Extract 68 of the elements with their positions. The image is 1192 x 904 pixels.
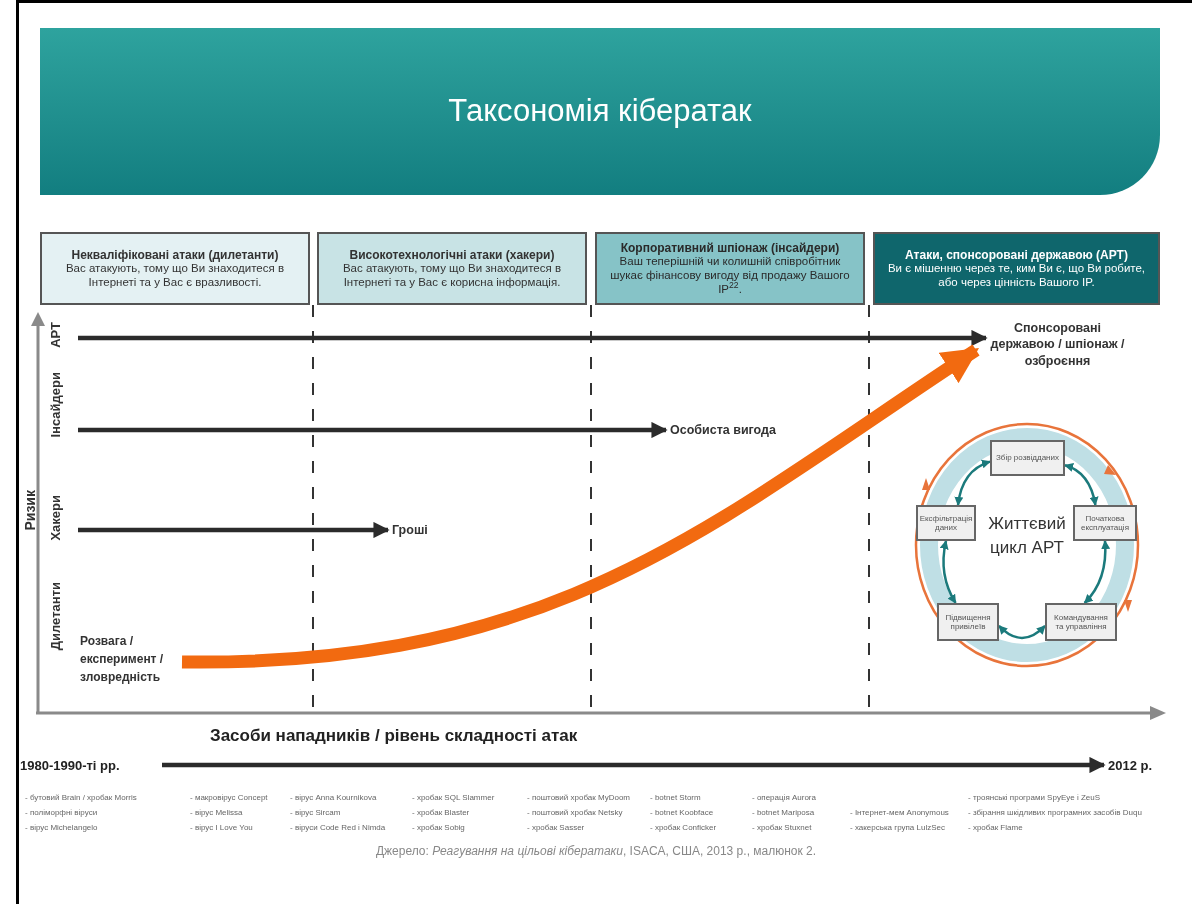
timeline-item: - хробак Conficker: [650, 823, 717, 832]
outcome-label: Гроші: [392, 521, 442, 539]
timeline-item: - вірус Anna Kournikova: [290, 793, 377, 802]
timeline-item: - botnet Storm: [650, 793, 701, 802]
timeline-item: - botnet Koobface: [650, 808, 714, 817]
row-label: Інсайдери: [47, 372, 64, 438]
arrow: [1083, 540, 1110, 604]
cycle-title: Життєвий цикл АРТ: [988, 514, 1066, 557]
arrow: [1064, 463, 1099, 506]
stage-box: Початкова експлуатація: [1073, 505, 1137, 541]
arrow: [954, 460, 991, 506]
category-box: [595, 232, 865, 305]
category-box: [873, 232, 1160, 305]
timeline-item: - поліморфні віруси: [25, 808, 98, 817]
title: Таксономія кібератак: [448, 92, 752, 131]
arrow: [162, 756, 1106, 774]
arrow: [78, 521, 390, 539]
timeline-item: - віруси Code Red і Nimda: [290, 823, 386, 832]
timeline-item: - вірус Melissa: [190, 808, 243, 817]
category-box: [317, 232, 587, 305]
timeline-item: - збірання шкідливих програмних засобів Duqu: [968, 808, 1142, 817]
arrow: [939, 540, 957, 604]
timeline-item: - botnet Mariposa: [752, 808, 815, 817]
timeline-item: - операція Aurora: [752, 793, 816, 802]
timeline-item: - хробак Sasser: [527, 823, 585, 832]
timeline-item: - хробак Flame: [968, 823, 1023, 832]
category-description: Ви є мішенню через те, ким Ви є, що Ви робите, або через цінність Вашого IP.: [886, 261, 1147, 290]
timeline-item: - вірус Sircam: [290, 808, 341, 817]
timeline-item: - хробак SQL Slammer: [412, 793, 495, 802]
timeline-item: - Інтернет-мем Anonymous: [850, 808, 949, 817]
stage-box: Ексфільтрація даних: [916, 505, 976, 541]
row-label: Хакери: [47, 495, 64, 541]
source-caption: Джерело: Реагування на цільові кібератаки, ISACA, США, 2013 р., малюнок 2.: [375, 844, 817, 858]
curved-arrow: [181, 344, 980, 669]
category-description: Ваш теперішній чи колишній співробітник шукає фінансову вигоду від продажу Вашого IP$^{22}$.: [609, 255, 851, 297]
year-label: 2012 р.: [1108, 756, 1168, 774]
row-label: АРТ: [47, 322, 64, 348]
timeline-item: - хробак Sobig: [412, 823, 465, 832]
outcome-label: Розвага / експеримент / зловредність: [80, 632, 180, 690]
category-heading: Атаки, спонсоровані державою (АРТ): [905, 247, 1128, 262]
timeline-item: - хробак Stuxnet: [752, 823, 812, 832]
outcome-label: Спонсоровані державою / шпіонаж / озброєння: [990, 320, 1125, 392]
category-heading: Високотехнологічні атаки (хакери): [349, 247, 555, 262]
stage-box: Збір розвідданих: [990, 440, 1065, 476]
timeline-item: - хробак Blaster: [412, 808, 470, 817]
stage-box: Командування та управління: [1045, 603, 1117, 641]
category-heading: Корпоративний шпіонаж (інсайдери): [620, 240, 840, 255]
arrow: [998, 624, 1046, 640]
row-label: Дилетанти: [47, 582, 64, 651]
category-box: [40, 232, 310, 305]
timeline-item: - макровірус Concept: [190, 793, 268, 802]
year-label: 1980-1990-ті рр.: [20, 756, 156, 774]
axis-title: Ризик: [21, 490, 39, 531]
arrow: [78, 329, 988, 347]
category-description: Вас атакують, тому що Ви знаходитеся в Інтернеті та у Вас є вразливості.: [64, 261, 286, 290]
timeline-item: - поштовий хробак MyDoom: [527, 793, 630, 802]
timeline-item: - троянські програми SpyEye і ZeuS: [968, 793, 1101, 802]
timeline-item: - бутовий Brain / хробак Morris: [25, 793, 137, 802]
arrow: [78, 421, 668, 439]
timeline-item: - хакерська група LulzSec: [850, 823, 945, 832]
axis-title: Засоби нападників / рівень складності атак: [210, 726, 578, 745]
stage-box: Підвищення привілеїв: [937, 603, 999, 641]
outcome-label: Особиста вигода: [670, 421, 800, 439]
timeline-item: - поштовий хробак Netsky: [527, 808, 623, 817]
timeline-item: - вірус Michelangelo: [25, 823, 98, 832]
timeline-item: - вірус I Love You: [190, 823, 253, 832]
category-heading: Некваліфіковані атаки (дилетанти): [71, 247, 279, 262]
category-description: Вас атакують, тому що Ви знаходитеся в Інтернеті та у Вас є корисна інформація.: [341, 261, 563, 290]
